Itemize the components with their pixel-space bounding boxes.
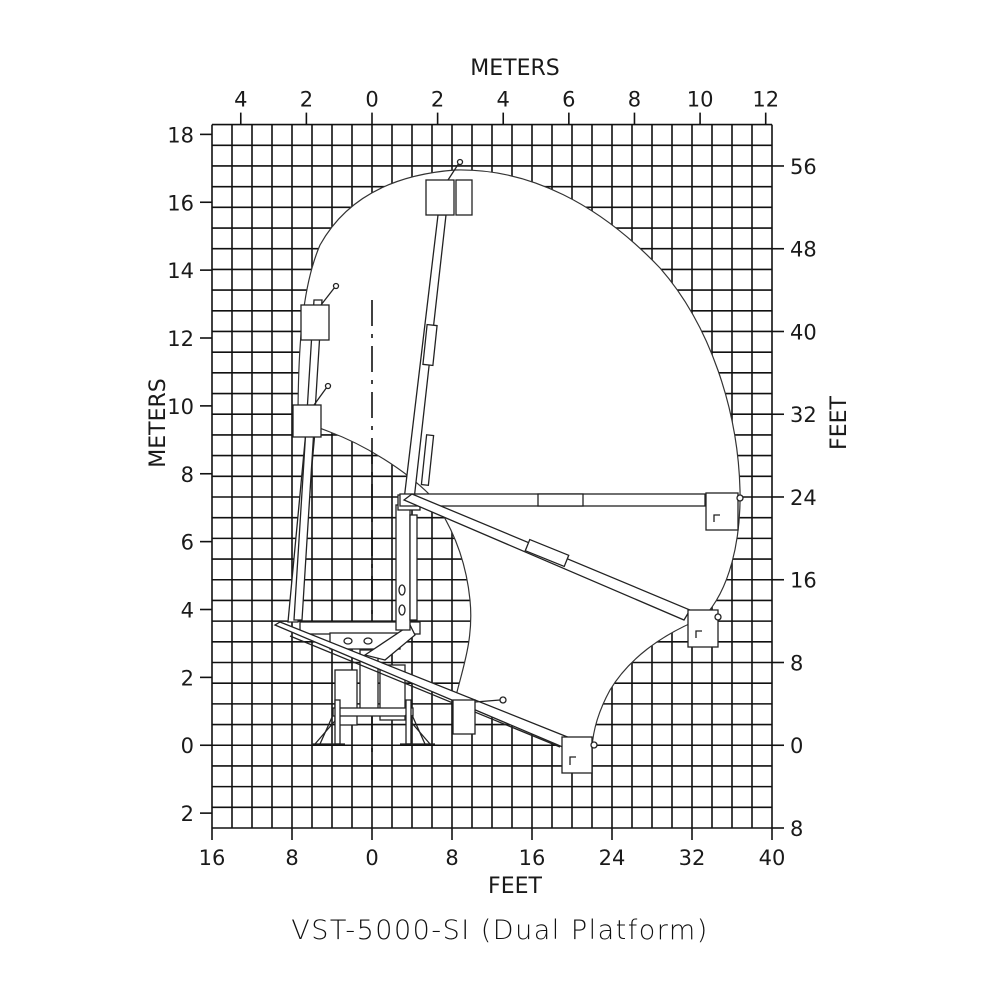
platform-left-high <box>300 304 330 341</box>
tick-label: 10 <box>687 88 714 112</box>
tick-label: 24 <box>790 486 817 510</box>
top-axis-title: METERS <box>470 56 559 81</box>
tick-label: 8 <box>628 88 641 112</box>
tick-label: 2 <box>181 666 194 690</box>
tick-label: 2 <box>300 88 313 112</box>
platform-stowed <box>452 699 476 735</box>
tick-label: 32 <box>679 846 706 870</box>
tick-label: 2 <box>431 88 444 112</box>
tick-label: 40 <box>790 320 817 344</box>
tick-label: 0 <box>365 88 378 112</box>
diagram-caption: VST-5000-SI (Dual Platform) <box>291 915 709 946</box>
tick-label: 40 <box>759 846 786 870</box>
platform-low <box>561 736 593 774</box>
tick-label: 18 <box>167 123 194 147</box>
tick-label: 12 <box>167 327 194 351</box>
tick-label: 12 <box>752 88 779 112</box>
tick-label: 24 <box>599 846 626 870</box>
tick-label: 14 <box>167 259 194 283</box>
tick-label: 8 <box>790 817 803 841</box>
aerial-lift-machine <box>273 158 744 774</box>
tick-label: 8 <box>790 651 803 675</box>
tick-label: 4 <box>181 598 194 622</box>
tick-label: 6 <box>562 88 575 112</box>
tick-label: 0 <box>181 734 194 758</box>
right-axis-title: FEET <box>827 395 852 449</box>
platform-left-mid <box>292 404 322 438</box>
tick-label: 0 <box>365 846 378 870</box>
platform-top <box>425 179 455 216</box>
tick-label: 2 <box>181 802 194 826</box>
bottom-axis-title: FEET <box>488 874 542 899</box>
platform-diagonal <box>687 609 719 648</box>
left-axis-title: METERS <box>146 378 171 467</box>
tick-label: 8 <box>285 846 298 870</box>
tick-label: 8 <box>445 846 458 870</box>
tick-label: 16 <box>199 846 226 870</box>
axes <box>200 112 784 840</box>
tick-label: 4 <box>234 88 247 112</box>
tick-label: 48 <box>790 238 817 262</box>
tick-label: 8 <box>181 463 194 487</box>
tick-label: 32 <box>790 403 817 427</box>
tick-label: 10 <box>167 395 194 419</box>
tick-label: 4 <box>497 88 510 112</box>
tick-label: 0 <box>790 734 803 758</box>
tick-label: 56 <box>790 155 817 179</box>
tick-label: 16 <box>519 846 546 870</box>
tick-label: 6 <box>181 531 194 555</box>
tick-label: 16 <box>167 191 194 215</box>
platform-horizontal <box>705 492 739 531</box>
tick-label: 16 <box>790 569 817 593</box>
